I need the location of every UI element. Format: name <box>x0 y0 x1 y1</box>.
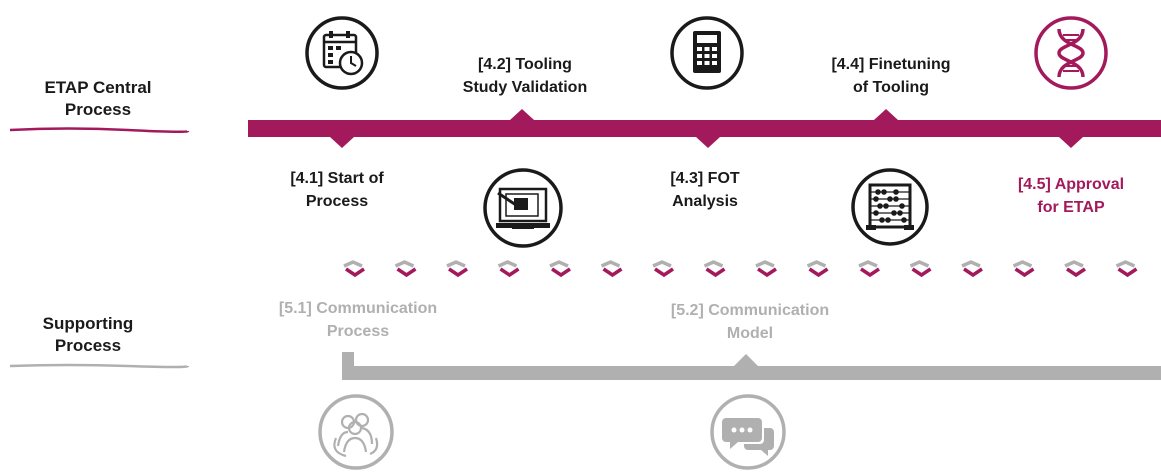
step-4-3-label: [4.3] FOT Analysis <box>670 170 740 210</box>
chevron-pink <box>448 267 468 278</box>
chevron-gray <box>703 260 724 268</box>
chevron-gray <box>806 260 827 268</box>
chevron-gray <box>1115 260 1136 268</box>
chevron-gray <box>497 260 518 268</box>
calendar-clock-icon <box>305 16 379 90</box>
chevron-pink <box>705 267 726 278</box>
chevron-pink <box>396 267 417 278</box>
step-4-5-label: [4.5] Approval for ETAP <box>1017 176 1125 216</box>
chevron-gray <box>394 260 415 268</box>
dna-icon <box>1034 16 1108 90</box>
lane-label-central: ETAP Central Process <box>44 78 152 119</box>
chevron-gray <box>961 260 981 268</box>
chevron-pink <box>963 267 983 278</box>
step-4-2-label: [4.2] Tooling Study Validation <box>462 56 588 96</box>
chat-bubbles-icon <box>710 394 786 470</box>
chevron-pink <box>551 267 571 278</box>
monitor-blueprint-icon <box>483 168 563 248</box>
step-4-1-label: [4.1] Start of Process <box>290 170 384 210</box>
chevron-gray <box>600 260 621 268</box>
chevron-gray <box>755 260 775 268</box>
abacus-icon <box>851 168 929 246</box>
chevron-pink <box>757 267 777 278</box>
chevron-gray <box>446 260 466 268</box>
people-cycle-icon <box>318 394 394 470</box>
chevron-pink <box>860 267 880 278</box>
chevron-gray <box>1064 260 1084 268</box>
chevron-pink <box>1117 267 1138 278</box>
step-5-2-label: [5.2] Communication Model <box>670 302 830 342</box>
chevron-pink <box>1066 267 1086 278</box>
chevron-pink <box>345 267 365 278</box>
step-4-4-label: [4.4] Finetuning of Tooling <box>831 56 951 96</box>
lane-label-supporting: Supporting Process <box>42 314 134 355</box>
chevron-gray <box>858 260 878 268</box>
chevron-pink <box>1014 267 1035 278</box>
chevron-pink <box>654 267 674 278</box>
chevron-pink <box>602 267 623 278</box>
chevron-gray <box>652 260 672 268</box>
chevron-gray <box>343 260 363 268</box>
step-5-1-label: [5.1] Communication Process <box>278 300 438 340</box>
chevron-pink <box>499 267 520 278</box>
chevron-gray <box>909 260 930 268</box>
chevron-pink <box>911 267 932 278</box>
chevron-gray <box>1012 260 1033 268</box>
lane-underline-supporting <box>9 363 190 369</box>
calculator-icon <box>670 16 744 90</box>
chevron-pink <box>808 267 829 278</box>
lane-underline-central <box>9 127 190 134</box>
chevron-gray <box>549 260 569 268</box>
